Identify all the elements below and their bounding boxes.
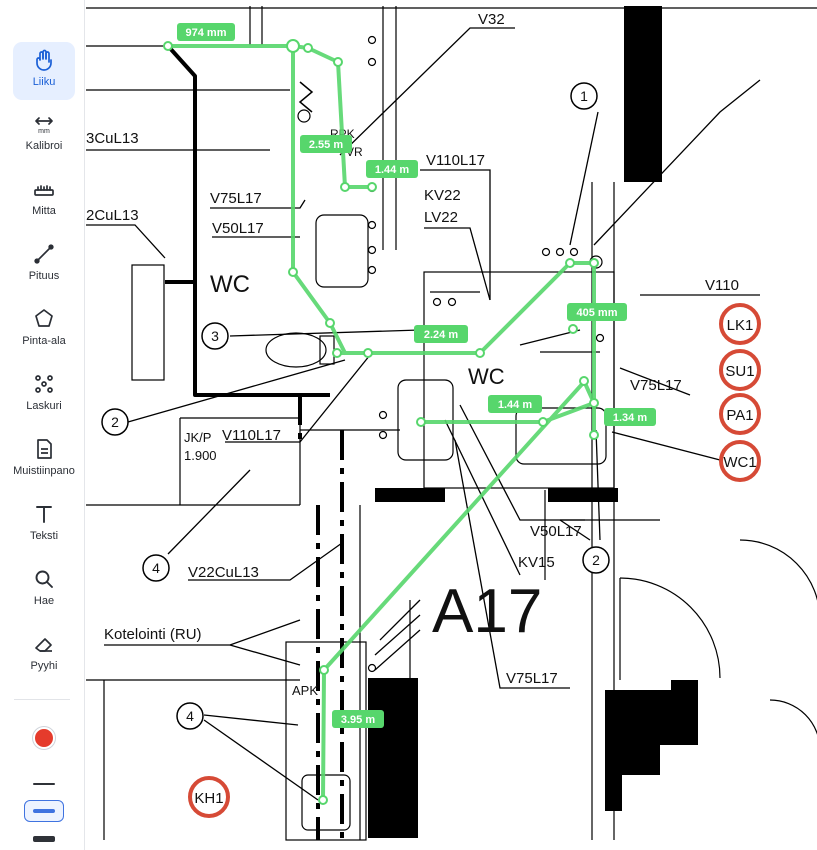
svg-text:1.34 m: 1.34 m [613, 412, 647, 424]
polygon-area-icon [35, 309, 53, 327]
svg-text:1.44 m: 1.44 m [498, 399, 532, 411]
label-v110l17-mid: V110L17 [222, 427, 281, 444]
label-2cul13: 2CuL13 [86, 207, 139, 224]
text-icon [36, 506, 52, 523]
measure-label[interactable]: 2.55 m [300, 135, 352, 153]
counter-icon [35, 375, 53, 393]
tool-label: Laskuri [26, 400, 62, 412]
color-swatch[interactable] [33, 727, 55, 749]
label-wc-mid: WC [468, 364, 505, 389]
measurement-points [163, 39, 599, 805]
svg-text:WC1: WC1 [723, 454, 756, 471]
marker-wc1[interactable]: WC1 [719, 440, 761, 482]
ref-circle-2b: 2 [111, 414, 119, 430]
svg-text:LK1: LK1 [727, 317, 754, 334]
ref-circle-4b: 4 [186, 708, 194, 724]
tool-label: Liiku [32, 76, 56, 88]
stroke-thin[interactable] [24, 773, 64, 795]
tool-pituus[interactable]: Pituus [13, 236, 75, 294]
svg-text:1.44 m: 1.44 m [375, 164, 409, 176]
tool-laskuri[interactable]: Laskuri [13, 366, 75, 424]
tool-mitta[interactable]: Mitta [13, 171, 75, 229]
label-v110l17-top: V110L17 [426, 152, 485, 169]
marker-kh1[interactable]: KH1 [188, 776, 230, 818]
tool-kalibroi[interactable]: mm Kalibroi [13, 106, 75, 164]
note-icon [37, 439, 52, 459]
measure-label[interactable]: 974 mm [177, 23, 235, 41]
floor-plan: 1 2 2 3 4 4 V32 3CuL13 2CuL13 V110L17 KV… [86, 6, 817, 841]
tool-label: Pinta-ala [22, 335, 66, 347]
label-apk: APK [292, 683, 318, 698]
tool-label: Mitta [32, 205, 56, 217]
tool-pinta-ala[interactable]: Pinta-ala [13, 301, 75, 359]
tool-label: Pituus [28, 270, 60, 282]
measure-label[interactable]: 1.44 m [488, 395, 542, 413]
tool-muistiinpano[interactable]: Muistiinpano [13, 431, 75, 489]
marker-lk1[interactable]: LK1 [719, 303, 761, 345]
marker-su1[interactable]: SU1 [719, 349, 761, 391]
tool-label: Pyyhi [30, 660, 58, 672]
label-v32: V32 [478, 11, 505, 28]
measure-label[interactable]: 1.44 m [366, 160, 418, 178]
measure-label[interactable]: 3.95 m [332, 710, 384, 728]
toolbar-divider [14, 699, 70, 700]
label-jkp: JK/P [184, 430, 211, 445]
marker-pa1[interactable]: PA1 [719, 393, 761, 435]
label-v75l17-bottom: V75L17 [506, 670, 558, 687]
label-wc-left: WC [210, 271, 250, 298]
label-v110: V110 [705, 277, 739, 294]
hand-icon [36, 49, 52, 71]
svg-text:2.55 m: 2.55 m [309, 139, 343, 151]
label-lv22: LV22 [424, 209, 458, 226]
ref-circle-4a: 4 [152, 560, 160, 576]
ruler-icon [34, 185, 54, 196]
measure-label[interactable]: 1.34 m [604, 408, 656, 426]
ref-circle-3: 3 [211, 328, 219, 344]
tool-pyyhi[interactable]: Pyyhi [13, 626, 75, 684]
measure-label[interactable]: 405 mm [567, 303, 627, 321]
label-v50l17-top: V50L17 [212, 220, 264, 237]
tool-label: Hae [33, 595, 55, 607]
svg-text:3.95 m: 3.95 m [341, 714, 375, 726]
measure-line[interactable] [166, 44, 340, 64]
label-kv15: KV15 [518, 554, 555, 571]
measurement-labels: 974 mm 2.55 m 1.44 m 2.24 m 405 mm 1.44 … [177, 23, 656, 728]
svg-text:2.24 m: 2.24 m [424, 329, 458, 341]
measure-line[interactable] [291, 44, 347, 355]
ref-circle-1: 1 [580, 88, 588, 104]
measure-label[interactable]: 2.24 m [414, 325, 468, 343]
tool-label: Muistiinpano [13, 465, 75, 477]
label-3cul13: 3CuL13 [86, 130, 139, 147]
eraser-icon [35, 638, 52, 652]
svg-text:KH1: KH1 [194, 790, 223, 807]
label-v50l17-low: V50L17 [530, 523, 582, 540]
svg-text:mm: mm [38, 128, 50, 135]
label-v75l17-right: V75L17 [630, 377, 682, 394]
measure-line[interactable] [335, 261, 596, 355]
label-kotelointi: Kotelointi (RU) [104, 626, 202, 643]
calibrate-icon: mm [35, 117, 53, 135]
label-jkp-value: 1.900 [184, 448, 217, 463]
tool-hae[interactable]: Hae [13, 561, 75, 619]
count-markers: LK1 SU1 PA1 WC1 KH1 [188, 303, 761, 818]
drawing-canvas[interactable]: 1 2 2 3 4 4 V32 3CuL13 2CuL13 V110L17 KV… [85, 0, 817, 850]
ref-circle-2a: 2 [592, 552, 600, 568]
label-room-a17: A17 [432, 577, 542, 646]
tool-liiku[interactable]: Liiku [13, 42, 75, 100]
label-kv22: KV22 [424, 187, 461, 204]
svg-text:SU1: SU1 [725, 363, 754, 380]
label-v22cul13: V22CuL13 [188, 564, 259, 581]
stroke-medium[interactable] [24, 800, 64, 822]
tool-label: Kalibroi [25, 140, 63, 152]
search-icon [35, 570, 53, 588]
svg-text:974 mm: 974 mm [186, 27, 227, 39]
stroke-thick[interactable] [24, 828, 64, 850]
toolbar: Liiku mm Kalibroi Mitta Pituus Pinta-ala… [0, 0, 85, 850]
svg-text:405 mm: 405 mm [577, 307, 618, 319]
label-v75l17-top: V75L17 [210, 190, 262, 207]
tool-label: Teksti [29, 530, 59, 542]
polyline-icon [34, 244, 54, 264]
tool-teksti[interactable]: Teksti [13, 496, 75, 554]
svg-text:PA1: PA1 [726, 407, 753, 424]
